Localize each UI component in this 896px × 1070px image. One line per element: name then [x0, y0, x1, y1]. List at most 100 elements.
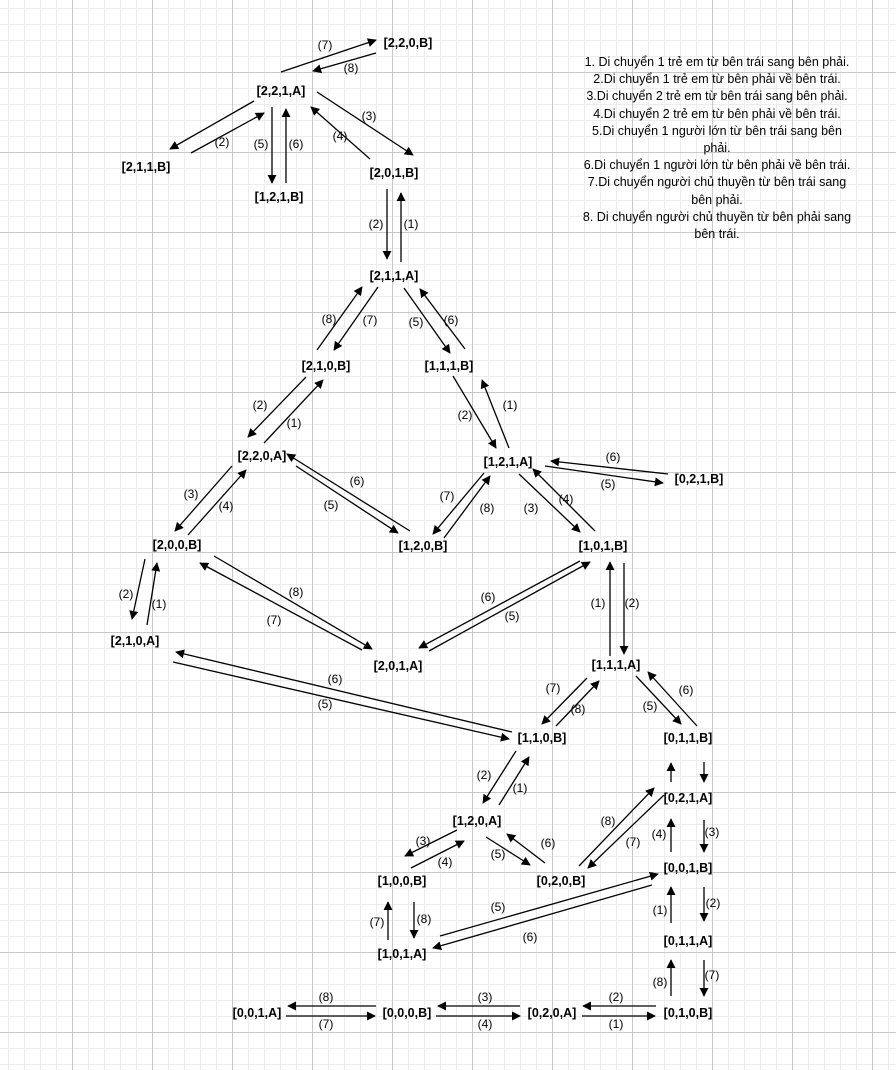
state-node: [2,1,0,B]	[302, 359, 351, 373]
state-node: [2,1,0,A]	[111, 634, 160, 648]
state-node: [0,2,0,B]	[537, 874, 586, 888]
state-node: [2,0,0,B]	[153, 538, 202, 552]
state-node: [0,1,1,B]	[664, 731, 713, 745]
arrow	[428, 561, 591, 652]
edge-label: (5)	[601, 477, 616, 491]
edge-label: (6)	[679, 683, 694, 697]
arrow	[213, 555, 373, 650]
state-node: [1,0,1,B]	[579, 539, 628, 553]
arrows	[129, 38, 709, 1021]
arrow	[403, 287, 451, 354]
edge-labels: (7) (8) (2) (5) (6) (3) (4) (2) (1) (8) …	[119, 38, 721, 1031]
edge-label: (8)	[601, 814, 616, 828]
arrow	[410, 840, 465, 869]
arrow	[432, 472, 485, 535]
state-node: [2,2,0,B]	[384, 36, 433, 50]
arrow	[146, 562, 161, 626]
edge-label: (7)	[363, 313, 378, 327]
arrow	[578, 787, 655, 867]
legend-item: 7.Di chuyển người chủ thuyền từ bên trái…	[587, 175, 847, 207]
arrow	[316, 286, 363, 351]
edge-label: (7)	[318, 38, 333, 52]
edge-label: (8)	[571, 702, 586, 716]
state-node: [1,1,1,B]	[425, 359, 474, 373]
state-node: [1,2,0,B]	[399, 539, 448, 553]
arrow	[199, 562, 363, 651]
edge-label: (3)	[416, 834, 431, 848]
arrow	[480, 379, 510, 449]
arrow	[169, 100, 255, 150]
legend-item: 8. Di chuyển người chủ thuyền từ bên phả…	[582, 209, 852, 242]
state-node: [0,2,1,A]	[664, 791, 713, 805]
edge-label: (6)	[289, 137, 304, 151]
arrow	[544, 465, 664, 487]
arrow	[419, 288, 466, 350]
arrow	[174, 465, 233, 532]
arrow	[432, 884, 653, 951]
state-node: [0,0,0,B]	[383, 1006, 432, 1020]
arrow	[439, 871, 659, 937]
state-node: [2,2,0,A]	[238, 449, 287, 463]
edge-label: (8)	[480, 501, 495, 515]
state-nodes: [2,2,0,B] [2,2,1,A] [2,1,1,B] [1,2,1,B] …	[111, 36, 724, 1020]
legend-item: 4.Di chuyển 2 trẻ em từ bên phải về bên …	[593, 106, 841, 121]
edge-label: (6)	[606, 450, 621, 464]
arrow	[518, 473, 581, 533]
edge-label: (7)	[267, 613, 282, 627]
arrow	[635, 675, 682, 725]
edge-label: (3)	[705, 825, 720, 839]
edge-label: (4)	[333, 129, 348, 143]
edge-label: (2)	[609, 990, 624, 1004]
state-node: [2,0,1,A]	[374, 659, 423, 673]
legend-item: 2.Di chuyển 1 trẻ em từ bên phải về bên …	[593, 72, 841, 87]
edge-label: (6)	[481, 590, 496, 604]
edge-label: (7)	[370, 915, 385, 929]
edge-label: (1)	[152, 597, 167, 611]
arrow	[498, 756, 530, 806]
arrow	[532, 468, 596, 532]
edge-label: (2)	[477, 768, 492, 782]
arrow	[310, 106, 371, 160]
edge-label: (6)	[328, 672, 343, 686]
state-node: [2,1,1,A]	[370, 269, 419, 283]
edge-label: (8)	[653, 975, 668, 989]
arrow	[175, 649, 513, 733]
edge-label: (5)	[505, 609, 520, 623]
edge-label: (7)	[440, 489, 455, 503]
edge-label: (5)	[491, 847, 506, 861]
arrow	[333, 286, 379, 351]
arrow	[295, 465, 399, 534]
state-node: [1,0,1,A]	[378, 947, 427, 961]
edge-label: (8)	[417, 912, 432, 926]
arrow	[506, 833, 546, 864]
edge-label: (1)	[591, 596, 606, 610]
edge-label: (5)	[643, 699, 658, 713]
state-node: [1,2,0,A]	[453, 814, 502, 828]
edge-label: (4)	[478, 1017, 493, 1031]
edge-label: (8)	[289, 585, 304, 599]
arrow	[247, 376, 307, 438]
state-node: [0,1,0,B]	[664, 1006, 713, 1020]
state-node: [2,1,1,B]	[122, 160, 171, 174]
arrow	[418, 560, 581, 649]
state-node: [1,1,1,A]	[592, 658, 641, 672]
edge-label: (1)	[404, 217, 419, 231]
edge-label: (5)	[254, 137, 269, 151]
edge-label: (2)	[119, 587, 134, 601]
edge-label: (1)	[653, 903, 668, 917]
legend: 1. Di chuyển 1 trẻ em từ bên trái sang b…	[582, 54, 852, 243]
edge-label: (4)	[559, 492, 574, 506]
state-node: [1,1,0,B]	[518, 731, 567, 745]
arrow	[485, 836, 531, 866]
edge-label: (3)	[362, 109, 377, 123]
state-node: [2,0,1,B]	[370, 166, 419, 180]
edge-label: (2)	[458, 408, 473, 422]
arrow	[286, 453, 411, 532]
arrow	[187, 469, 247, 536]
arrow	[541, 677, 588, 725]
edge-label: (1)	[609, 1017, 624, 1031]
edge-label: (7)	[319, 1017, 334, 1031]
edge-label: (8)	[319, 990, 334, 1004]
state-node: [0,2,1,B]	[675, 472, 724, 486]
